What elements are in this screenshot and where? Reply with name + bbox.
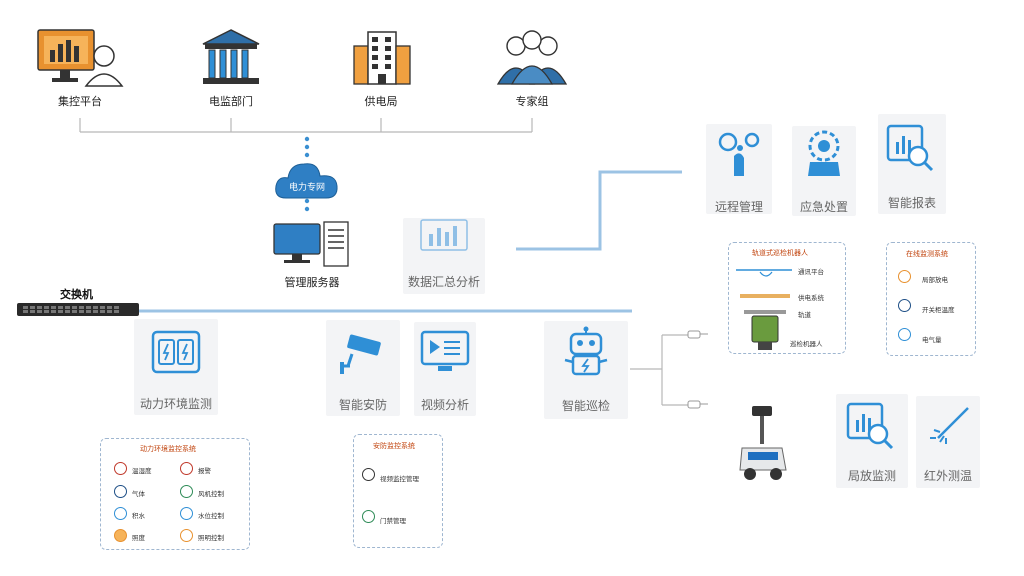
lightning-icon [898, 270, 911, 283]
data-summary-label: 数据汇总分析 [407, 275, 480, 289]
target-icon [898, 328, 911, 341]
water-level-icon [180, 507, 193, 520]
thermometer-icon [898, 299, 911, 312]
key-icon [362, 510, 375, 523]
cloud-label: 电力专网 [288, 183, 325, 193]
right-top-label: 应急处置 [799, 200, 848, 214]
light-sensor-icon [114, 529, 127, 542]
env-system-item: 气体 [132, 490, 145, 498]
top-node-label: 电监部门 [209, 95, 253, 108]
online-monitor-item: 局部放电 [922, 276, 948, 284]
server-computer-icon [273, 221, 349, 267]
rail-robot-item: 轨道 [798, 311, 811, 319]
switch-label: 交换机 [60, 288, 93, 301]
top-node-label: 专家组 [515, 95, 549, 108]
middle-label: 智能巡检 [561, 399, 610, 413]
env-system-item: 水位控制 [198, 512, 224, 520]
middle-label: 动力环境监测 [139, 397, 212, 411]
infrared-icon [930, 407, 969, 444]
env-system-item: 照明控制 [198, 534, 224, 542]
env-system-item: 照度 [132, 534, 145, 542]
lighting-control-icon [180, 529, 193, 542]
alarm-icon [180, 462, 193, 475]
robot-icon [564, 326, 608, 376]
env-system-item: 风机控制 [198, 490, 224, 498]
security-system-title: 安防监控系统 [373, 442, 415, 450]
top-node-label: 供电局 [364, 95, 398, 108]
cloud-icon [275, 163, 338, 199]
data-summary-tile [403, 218, 485, 294]
right-bottom-label: 局放监测 [847, 469, 896, 483]
data-analysis-icon [420, 219, 468, 251]
env-system-item: 温湿度 [132, 467, 152, 475]
top-node-label: 集控平台 [58, 95, 102, 108]
water-drop-icon [114, 507, 127, 520]
online-monitor-item: 开关柜温度 [922, 306, 955, 314]
right-top-label: 远程管理 [714, 200, 763, 214]
middle-label: 智能安防 [338, 398, 387, 412]
cctv-camera-icon [340, 334, 381, 374]
fan-icon [180, 485, 193, 498]
env-system-title: 动力环境监控系统 [140, 445, 196, 453]
camera-icon [362, 468, 375, 481]
government-building-icon [202, 29, 260, 84]
monitor-person-icon [37, 29, 124, 87]
report-magnifier-icon [846, 402, 894, 450]
security-system-box [353, 434, 443, 548]
env-system-item: 报警 [198, 467, 211, 475]
rail-robot-title: 轨道式巡检机器人 [752, 249, 808, 257]
rail-robot-item: 通讯平台 [798, 268, 824, 276]
security-system-item: 视频监控管理 [380, 475, 419, 483]
thermometer-icon [114, 462, 127, 475]
office-building-icon [353, 31, 411, 85]
rail-robot-graphic [736, 269, 792, 350]
report-magnifier-icon [886, 124, 934, 172]
env-system-item: 积水 [132, 512, 145, 520]
middle-label: 视频分析 [420, 398, 469, 412]
expert-group-icon [496, 30, 568, 85]
rail-robot-item: 供电系统 [798, 294, 824, 302]
online-monitor-item: 电气量 [922, 336, 942, 344]
network-switch-icon [17, 303, 139, 316]
env-monitor-tile [134, 319, 218, 415]
gear-hand-icon [718, 132, 760, 176]
smart-security-tile [326, 320, 400, 416]
rail-robot-item: 巡检机器人 [790, 340, 823, 348]
online-monitor-title: 在线监测系统 [906, 250, 948, 258]
infrared-tile [916, 396, 980, 488]
tool-hand-icon [808, 130, 840, 176]
right-top-label: 智能报表 [887, 196, 936, 210]
wheeled-inspection-robot [739, 406, 787, 480]
right-bottom-label: 红外测温 [923, 469, 972, 483]
security-system-item: 门禁管理 [380, 517, 406, 525]
power-panel-icon [151, 330, 201, 374]
gas-mask-icon [114, 485, 127, 498]
server-label: 管理服务器 [284, 276, 340, 289]
video-monitor-icon [420, 330, 470, 371]
